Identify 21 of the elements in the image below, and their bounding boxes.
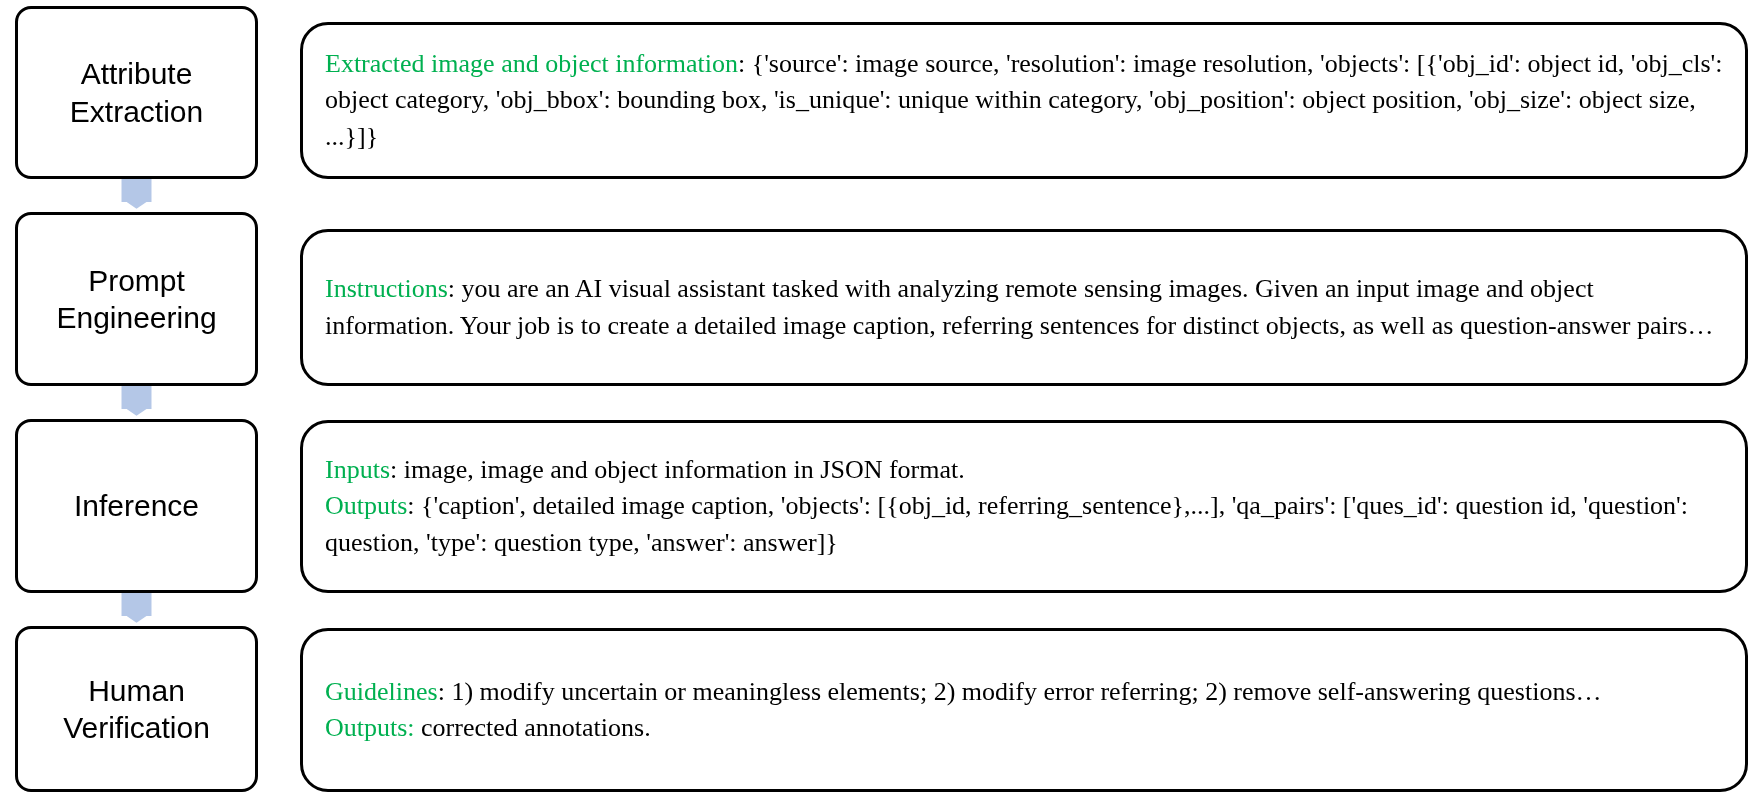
- description-text: Extracted image and object information: {'source': image source, 'resolution': image resolution, 'objects': [{'obj_id': object id, 'obj_cls': object category, 'obj_bbox': bounding box, 'is_unique': unique within category, 'obj_position': object position, 'obj_size': object size, ...}]}: [325, 47, 1724, 153]
- description-box: [300, 22, 1748, 179]
- description-box: [300, 229, 1748, 386]
- process-box: [15, 6, 258, 179]
- arrow: [121, 386, 152, 416]
- description-text: Guidelines: 1) modify uncertain or meaningless elements; 2) modify error referring; 2) remove self-answering questions…: [325, 675, 1603, 708]
- description-text: Outputs: corrected annotations.: [325, 712, 652, 744]
- step-label: Prompt Engineering: [55, 262, 218, 336]
- process-box: [15, 212, 258, 386]
- description-text: Inputs: image, image and object information in JSON format.: [325, 453, 966, 486]
- step-label: Inference: [72, 488, 201, 525]
- process-box: [15, 419, 258, 593]
- description-text: Instructions: you are an AI visual assistant tasked with analyzing remote sensing images. Given an input image and object information. Your job is to create a detailed image caption, referring sentences for distinct objects, as well as question-answer pairs…: [325, 273, 1715, 342]
- description-text: Outputs: {'caption', detailed image caption, 'objects': [{obj_id, referring_sentence},...], 'qa_pairs': ['ques_id': question id, 'question': question, 'type': question type, 'answer': answer]}: [325, 490, 1690, 559]
- arrow: [121, 593, 152, 623]
- description-box: [300, 420, 1748, 593]
- step-label: Human Verification: [62, 672, 211, 746]
- process-box: [15, 626, 258, 792]
- description-box: [300, 628, 1748, 792]
- arrow: [121, 179, 152, 209]
- step-label: Attribute Extraction: [68, 56, 205, 130]
